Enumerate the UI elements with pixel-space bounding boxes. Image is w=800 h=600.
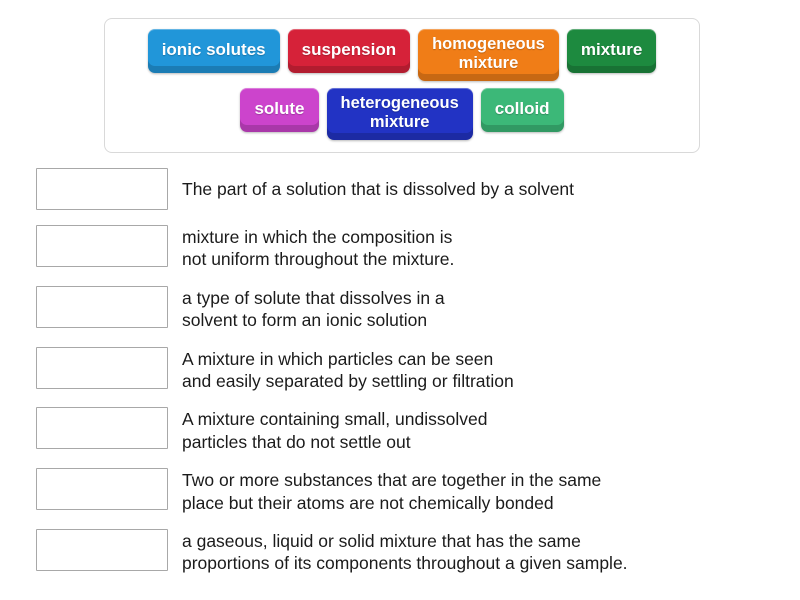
answer-drop-box-3[interactable] — [36, 285, 168, 328]
answer-drop-box-1[interactable] — [36, 168, 168, 210]
answer-tile-colloid[interactable]: colloid — [480, 88, 564, 132]
answer-tile-ionic-solutes[interactable]: ionic solutes — [147, 29, 280, 73]
answer-tile-label: homogeneous mixture — [432, 35, 545, 72]
question-row: mixture in which the composition is not … — [0, 225, 800, 271]
answer-drop-box-4[interactable] — [36, 346, 168, 389]
answer-tile-label: heterogeneous mixture — [340, 94, 459, 131]
definition-text-1: The part of a solution that is dissolved… — [182, 179, 575, 199]
definition-text-6: Two or more substances that are together… — [182, 470, 602, 513]
answer-tile-homogeneous-mixture[interactable]: homogeneous mixture — [418, 29, 559, 81]
answer-drop-box-6[interactable] — [36, 468, 168, 511]
definition-text-2: mixture in which the composition is not … — [182, 227, 455, 270]
definition-text-7: a gaseous, liquid or solid mixture that … — [182, 530, 628, 574]
question-row: The part of a solution that is dissolved… — [0, 168, 800, 210]
definition-text-3: a type of solute that dissolves in a sol… — [182, 287, 445, 331]
answer-drop-box-5[interactable] — [36, 407, 168, 450]
answer-tile-label: mixture — [580, 39, 643, 59]
question-row: A mixture containing small, undissolved … — [0, 407, 800, 453]
question-row: a type of solute that dissolves in a sol… — [0, 285, 800, 332]
tile-bank: ionic solutes suspension homogeneous mixtu… — [104, 18, 700, 153]
answer-tile-suspension[interactable]: suspension — [287, 29, 411, 73]
answer-drop-box-2[interactable] — [36, 225, 168, 267]
definition-text-4: A mixture in which particles can be seen… — [182, 348, 514, 391]
answer-tile-label: ionic solutes — [161, 39, 266, 59]
answer-tile-heterogeneous-mixture[interactable]: heterogeneous mixture — [326, 88, 473, 140]
answer-tile-mixture[interactable]: mixture — [566, 29, 657, 73]
answer-tile-label: solute — [254, 98, 305, 118]
tile-row: ionic solutes suspension homogeneous mixtu… — [113, 29, 691, 81]
question-row: A mixture in which particles can be seen… — [0, 346, 800, 393]
question-row: a gaseous, liquid or solid mixture that … — [0, 528, 800, 575]
answer-tile-solute[interactable]: solute — [240, 88, 319, 132]
answer-drop-box-7[interactable] — [36, 528, 168, 571]
tile-row: solute heterogeneous mixture colloid — [113, 88, 691, 140]
answer-tile-label: colloid — [494, 98, 550, 118]
question-list: The part of a solution that is dissolved… — [0, 168, 800, 590]
definition-text-5: A mixture containing small, undissolved … — [182, 409, 488, 452]
question-row: Two or more substances that are together… — [0, 468, 800, 514]
answer-tile-label: suspension — [301, 39, 397, 59]
